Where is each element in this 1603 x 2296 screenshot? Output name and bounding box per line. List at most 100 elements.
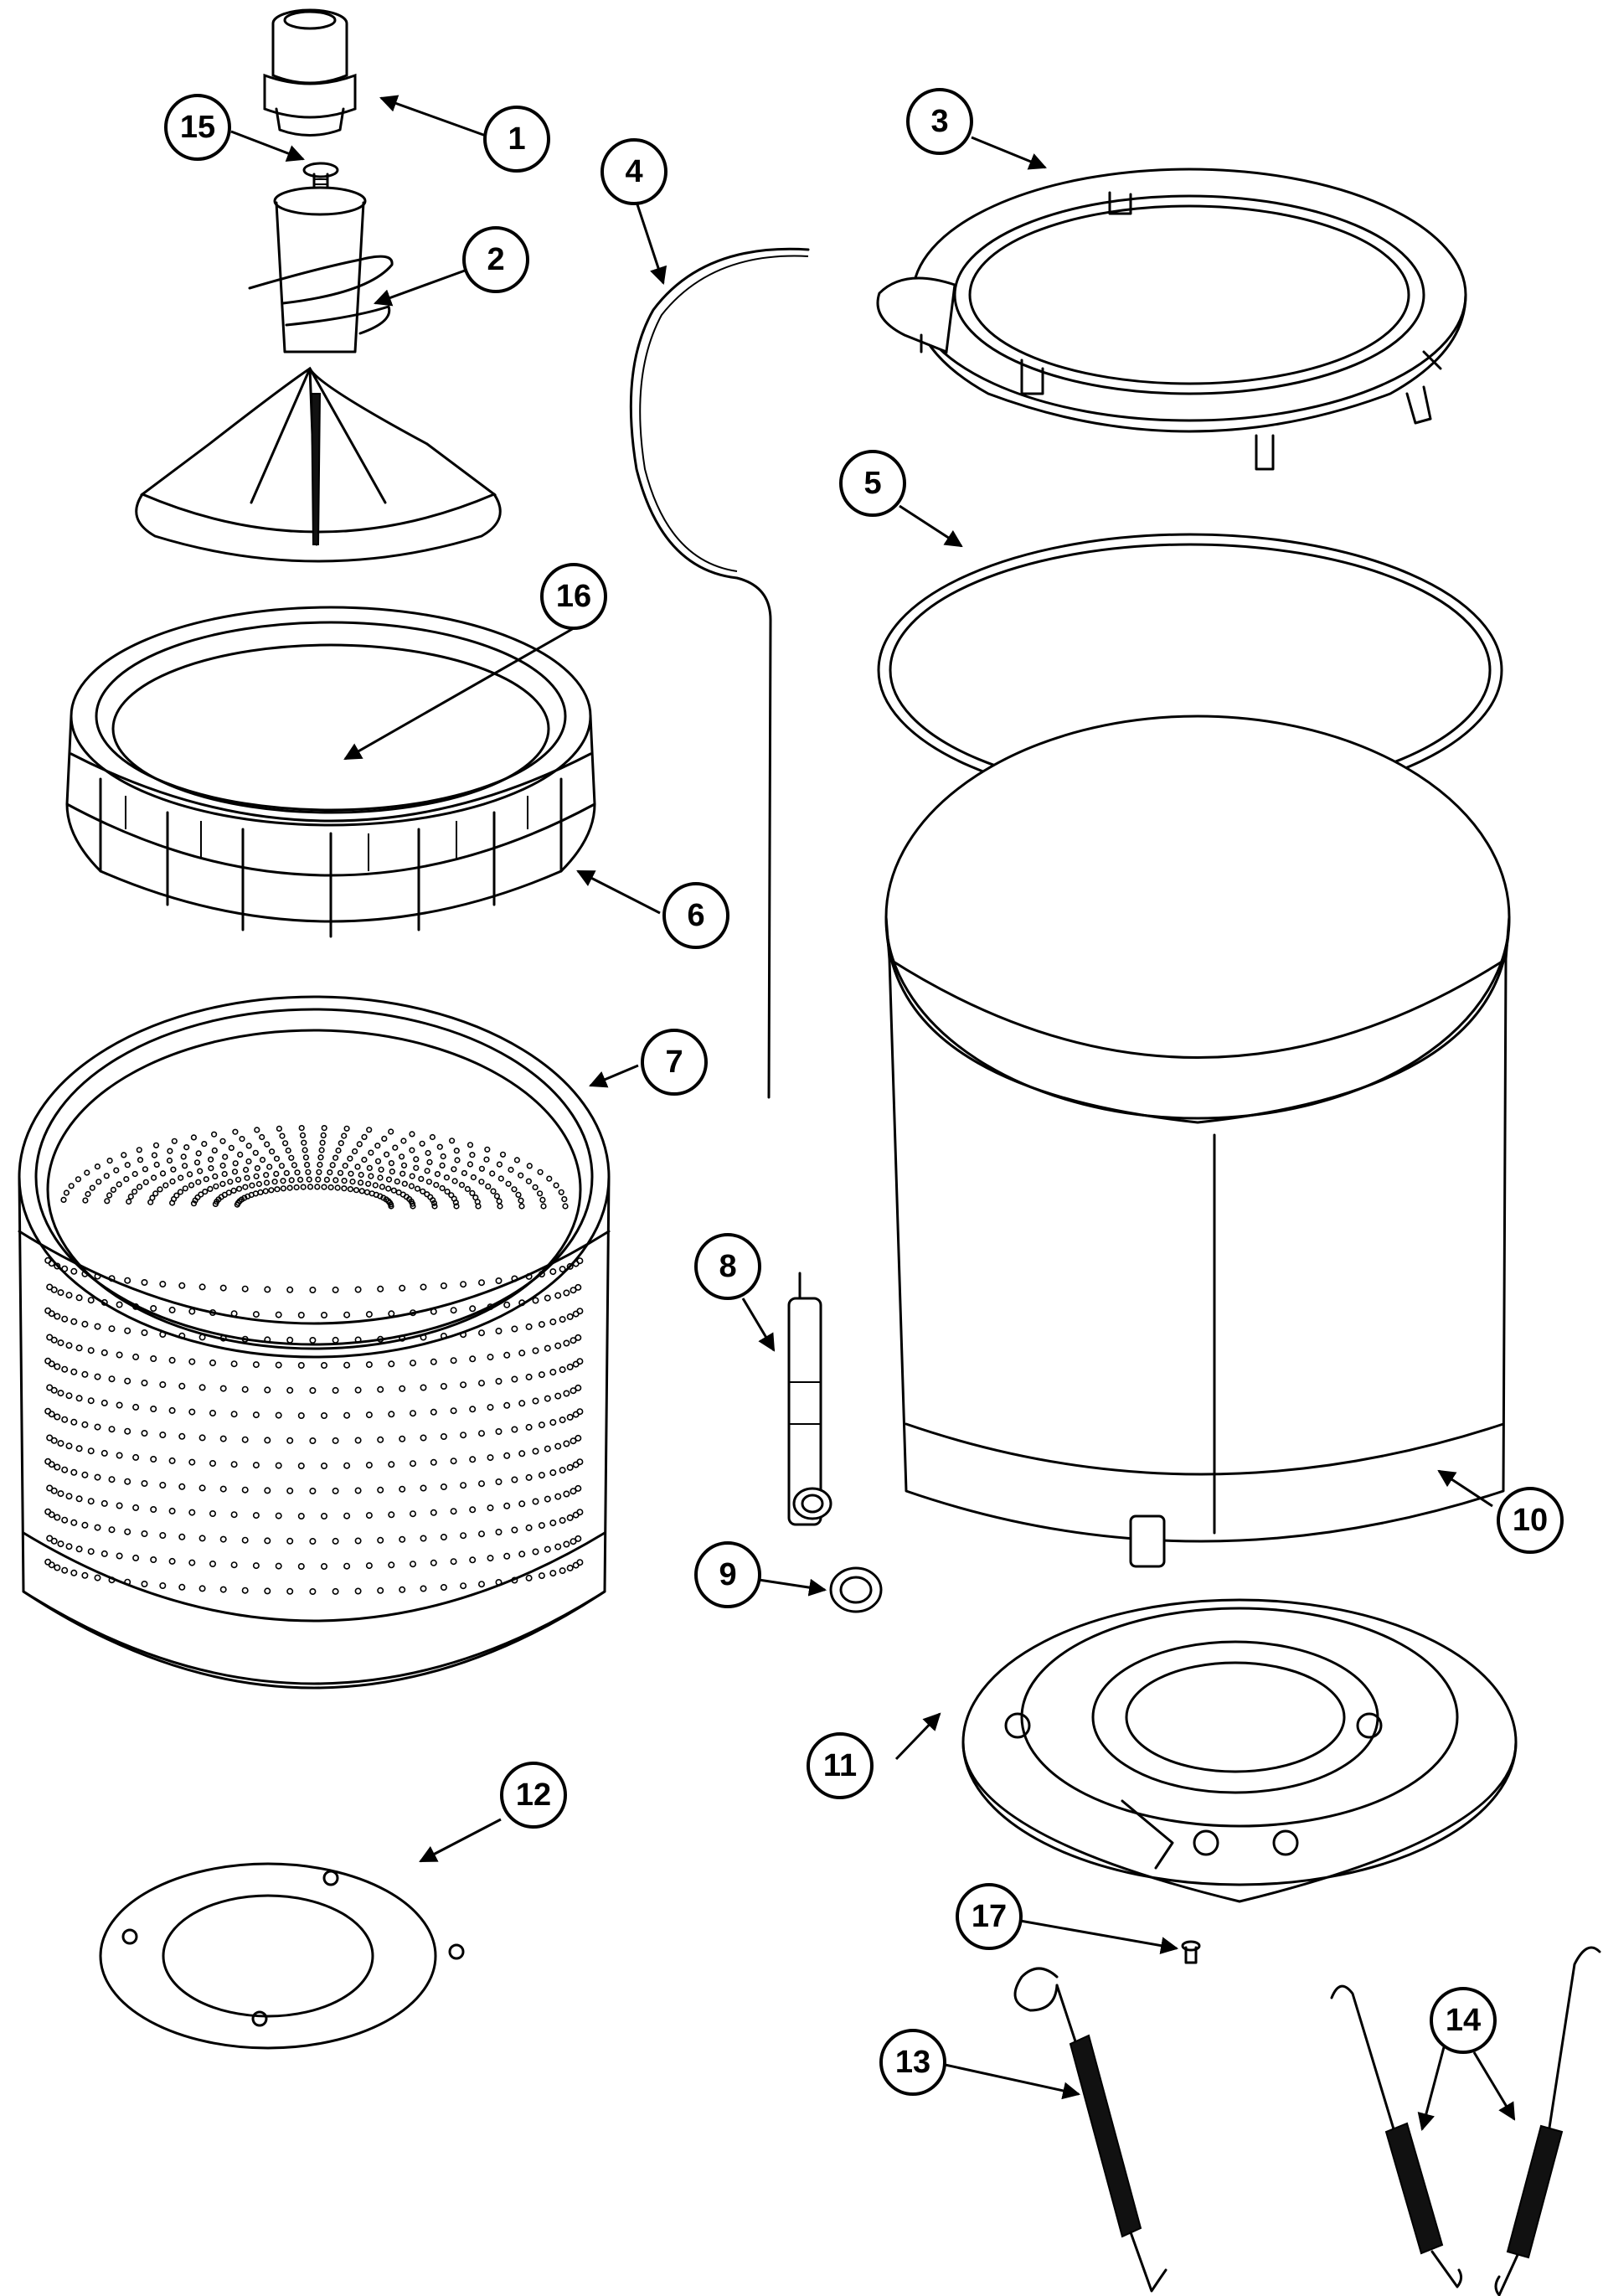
- basket-hole: [469, 1355, 477, 1363]
- basket-hole: [539, 1196, 546, 1203]
- basket-hole: [399, 1153, 405, 1160]
- basket-hole: [472, 1194, 479, 1201]
- basket-hole: [536, 1190, 544, 1197]
- basket-hole: [349, 1178, 356, 1185]
- basket-hole: [487, 1555, 494, 1562]
- basket-hole: [440, 1433, 447, 1441]
- basket-hole: [503, 1351, 511, 1359]
- basket-hole: [173, 1192, 180, 1199]
- basket-hole: [84, 1169, 90, 1176]
- basket-hole: [317, 1161, 323, 1169]
- basket-hole: [259, 1156, 266, 1163]
- basket-hole: [75, 1395, 83, 1402]
- basket-hole: [508, 1166, 514, 1174]
- callout-11: 11: [807, 1732, 874, 1799]
- basket-hole: [54, 1413, 61, 1421]
- basket-hole: [440, 1534, 447, 1541]
- basket-hole: [538, 1572, 545, 1580]
- basket-hole: [241, 1335, 249, 1343]
- basket-hole: [48, 1461, 55, 1468]
- basket-hole: [378, 1166, 384, 1173]
- basket-hole: [255, 1180, 263, 1188]
- basket-hole: [450, 1407, 457, 1415]
- basket-hole: [409, 1510, 416, 1518]
- basket-hole: [511, 1476, 518, 1483]
- basket-hole: [400, 1162, 408, 1169]
- basket-hole: [430, 1358, 437, 1365]
- basket-hole: [570, 1337, 577, 1344]
- part-spin-basket: [18, 995, 611, 1690]
- basket-hole: [372, 1182, 379, 1189]
- basket-hole: [151, 1152, 157, 1158]
- basket-hole: [108, 1375, 116, 1383]
- basket-hole: [436, 1143, 443, 1150]
- basket-hole: [230, 1561, 238, 1569]
- basket-hole: [309, 1538, 317, 1545]
- basket-hole: [484, 1146, 491, 1153]
- basket-hole: [108, 1426, 116, 1433]
- basket-hole: [65, 1493, 73, 1500]
- basket-hole: [332, 1177, 339, 1184]
- basket-hole: [347, 1155, 353, 1162]
- basket-hole: [282, 1140, 289, 1147]
- basket-hole: [518, 1400, 526, 1407]
- basket-hole: [329, 1162, 336, 1169]
- basket-hole: [368, 1149, 374, 1156]
- basket-hole: [570, 1488, 577, 1495]
- basket-hole: [320, 1312, 327, 1319]
- basket-hole: [263, 1179, 271, 1186]
- basket-hole: [399, 1435, 406, 1442]
- basket-hole: [566, 1564, 574, 1571]
- basket-hole: [343, 1311, 351, 1318]
- part-balance-ring: [65, 606, 596, 938]
- basket-hole: [141, 1430, 148, 1437]
- basket-hole: [264, 1141, 271, 1148]
- basket-hole: [50, 1336, 58, 1344]
- basket-hole: [365, 1311, 373, 1318]
- basket-hole: [183, 1143, 190, 1151]
- basket-hole: [409, 1360, 416, 1367]
- part-screw: [1181, 1940, 1201, 1964]
- basket-hole: [222, 1153, 229, 1160]
- basket-hole: [518, 1172, 524, 1179]
- basket-hole: [150, 1456, 157, 1463]
- basket-hole: [309, 1437, 317, 1445]
- basket-hole: [388, 1411, 395, 1418]
- basket-hole: [61, 1265, 69, 1272]
- basket-hole: [209, 1460, 217, 1468]
- basket-hole: [485, 1183, 492, 1189]
- basket-hole: [297, 1513, 305, 1520]
- basket-hole: [511, 1325, 518, 1333]
- basket-hole: [182, 1163, 188, 1169]
- basket-hole: [487, 1504, 494, 1512]
- leader-lines: [230, 95, 1516, 2132]
- basket-hole: [116, 1351, 123, 1359]
- basket-hole: [286, 1537, 294, 1545]
- basket-hole: [46, 1535, 54, 1542]
- basket-hole: [420, 1484, 427, 1492]
- basket-hole: [95, 1179, 102, 1185]
- basket-hole: [190, 1200, 198, 1207]
- basket-hole: [334, 1184, 341, 1191]
- basket-hole: [208, 1164, 214, 1172]
- basket-hole: [544, 1344, 551, 1352]
- basket-hole: [286, 1286, 294, 1293]
- basket-hole: [230, 1360, 238, 1368]
- basket-hole: [430, 1509, 437, 1516]
- basket-hole: [213, 1183, 219, 1189]
- basket-hole: [48, 1511, 55, 1519]
- basket-hole: [124, 1478, 131, 1485]
- basket-hole: [81, 1471, 89, 1478]
- basket-hole: [101, 1550, 108, 1557]
- basket-hole: [241, 1385, 249, 1393]
- basket-hole: [309, 1337, 317, 1344]
- basket-hole: [460, 1482, 467, 1489]
- basket-hole: [503, 1401, 511, 1409]
- basket-hole: [361, 1133, 368, 1140]
- basket-hole: [430, 1408, 437, 1416]
- basket-hole: [352, 1148, 358, 1155]
- basket-hole: [193, 1159, 201, 1166]
- basket-hole: [278, 1163, 286, 1169]
- basket-hole: [264, 1437, 271, 1444]
- basket-hole: [87, 1297, 95, 1304]
